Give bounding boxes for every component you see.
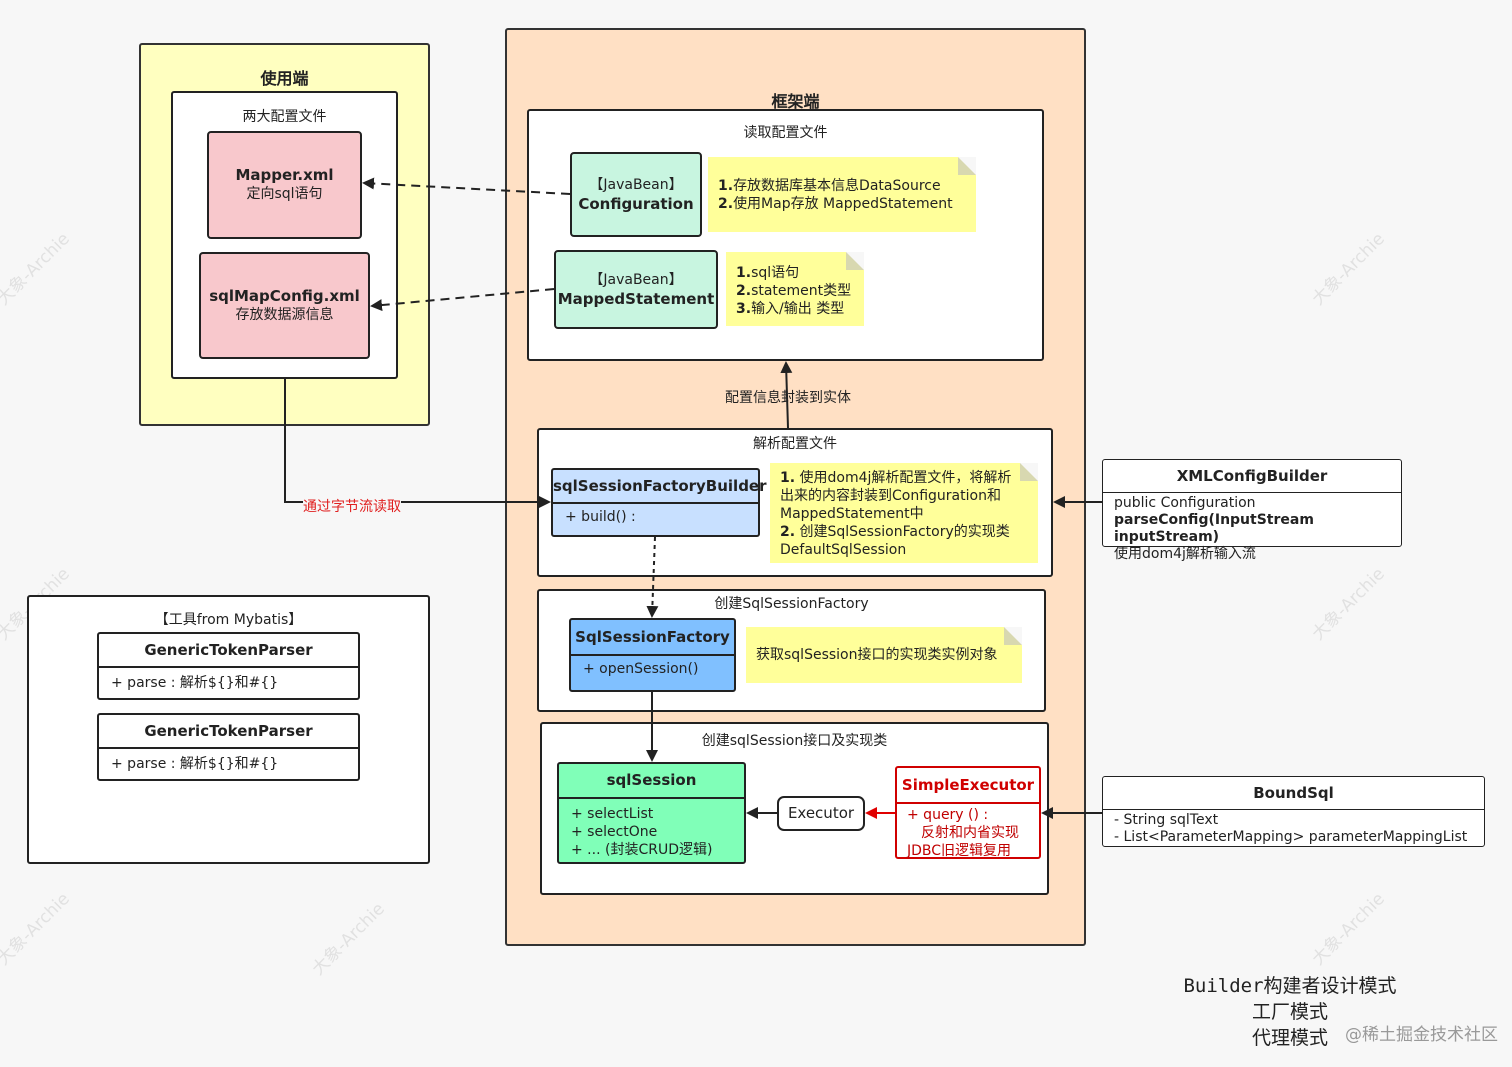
factory-note-line: 获取sqlSession接口的实现类实例对象 [756, 647, 998, 663]
builder-note: 1. 使用dom4j解析配置文件，将解析 出来的内容封装到Configurati… [770, 463, 1038, 563]
mapped-statement-tag: 【JavaBean】 [589, 271, 683, 288]
token-parser-class[interactable]: GenericTokenParser + parse : 解析${}和#{} [97, 632, 360, 700]
simple-executor-line: JDBC旧逻辑复用 [907, 843, 1012, 859]
configuration-name: Configuration [578, 194, 694, 213]
factory-method: + openSession() [583, 661, 699, 677]
simple-executor-class[interactable]: SimpleExecutor + query () : 反射和内省实现 JDBC… [895, 766, 1041, 859]
framework-side-title: 框架端 [771, 92, 820, 111]
mapped-statement-note-line: 2.statement类型 [736, 283, 852, 299]
bound-sql-name: BoundSql [1103, 777, 1484, 810]
token-parser-method: + parse : 解析${}和#{} [111, 675, 279, 691]
sqlsession-method: + selectList [571, 806, 654, 822]
design-patterns: Builder构建者设计模式 工厂模式 代理模式 [1160, 973, 1420, 1051]
builder-note-line: 1. 使用dom4j解析配置文件，将解析 [780, 470, 1012, 486]
client-side-title: 使用端 [260, 69, 309, 88]
factory-caption: 创建SqlSessionFactory [714, 596, 869, 612]
builder-class-name: sqlSessionFactoryBuilder [553, 470, 767, 504]
factory-note: 获取sqlSession接口的实现类实例对象 [746, 627, 1022, 683]
simple-executor-line: 反射和内省实现 [921, 825, 1019, 841]
xml-config-builder-line: 使用dom4j解析输入流 [1114, 546, 1256, 562]
mapper-xml-desc: 定向sql语句 [246, 186, 323, 202]
mapped-statement-name: MappedStatement [557, 289, 715, 308]
token-parser-class[interactable]: GenericTokenParser + parse : 解析${}和#{} [97, 713, 360, 781]
tools-title: 【工具from Mybatis】 [154, 612, 303, 628]
sqlsession-class-name: sqlSession [559, 764, 744, 799]
mapper-xml-node[interactable]: Mapper.xml 定向sql语句 [207, 131, 362, 239]
builder-note-line: MappedStatement中 [780, 506, 924, 522]
configuration-note-line: 2.使用Map存放 MappedStatement [718, 196, 953, 212]
read-config-caption: 读取配置文件 [743, 125, 828, 141]
bound-sql-class[interactable]: BoundSql - String sqlText - List<Paramet… [1102, 776, 1485, 847]
builder-note-line: DefaultSqlSession [780, 542, 907, 558]
session-caption: 创建sqlSession接口及实现类 [701, 733, 888, 749]
xml-config-builder-name: XMLConfigBuilder [1103, 460, 1401, 493]
sqlsession-method: + selectOne [571, 824, 658, 840]
builder-to-read-config-arrow [780, 361, 793, 429]
configuration-to-mapper-arrow [362, 177, 571, 195]
bound-sql-line: - List<ParameterMapping> parameterMappin… [1114, 829, 1468, 845]
executor-node[interactable]: Executor [777, 796, 865, 831]
simple-executor-name: SimpleExecutor [897, 768, 1039, 804]
builder-class[interactable]: sqlSessionFactoryBuilder + build() : [551, 468, 767, 537]
parse-config-caption: 解析配置文件 [753, 436, 837, 452]
token-parser-name: GenericTokenParser [99, 634, 358, 668]
stream-read-arrow [284, 378, 551, 508]
configuration-note-line: 1.存放数据库基本信息DataSource [718, 178, 941, 194]
sqlsession-method: + ... (封装CRUD逻辑) [571, 842, 713, 858]
mapped-statement-note-line: 1.sql语句 [736, 265, 800, 281]
factory-class[interactable]: SqlSessionFactory + openSession() [569, 618, 736, 692]
bound-sql-line: - String sqlText [1114, 812, 1219, 828]
builder-note-line: 2. 创建SqlSessionFactory的实现类 [780, 524, 1010, 540]
sqlmapconfig-xml-desc: 存放数据源信息 [235, 306, 334, 323]
configuration-node[interactable]: 【JavaBean】 Configuration [570, 152, 702, 237]
xml-config-builder-line: parseConfig(InputStream inputStream) [1114, 512, 1314, 545]
mapped-statement-note: 1.sql语句 2.statement类型 3.输入/输出 类型 [726, 252, 864, 326]
design-pattern-line: Builder构建者设计模式 [1183, 975, 1397, 997]
sqlmapconfig-xml-node[interactable]: sqlMapConfig.xml 存放数据源信息 [199, 252, 370, 359]
token-parser-name: GenericTokenParser [99, 715, 358, 749]
mapped-statement-note-line: 3.输入/输出 类型 [736, 301, 845, 317]
factory-class-name: SqlSessionFactory [571, 620, 734, 656]
design-pattern-line: 代理模式 [1251, 1027, 1328, 1049]
sqlsession-class[interactable]: sqlSession + selectList + selectOne + ..… [557, 762, 746, 864]
mapper-xml-name: Mapper.xml [235, 166, 334, 184]
builder-method: + build() : [565, 509, 636, 525]
mapped-statement-node[interactable]: 【JavaBean】 MappedStatement [554, 250, 718, 329]
simple-executor-line: + query () : [907, 807, 989, 823]
brand-watermark: @稀土掘金技术社区 [1345, 1025, 1498, 1045]
configuration-note: 1.存放数据库基本信息DataSource 2.使用Map存放 MappedSt… [708, 157, 976, 232]
executor-name: Executor [787, 804, 855, 822]
sqlmapconfig-xml-name: sqlMapConfig.xml [209, 286, 360, 305]
xml-config-builder-line: public Configuration [1114, 495, 1256, 511]
builder-note-line: 出来的内容封装到Configuration和 [780, 488, 1001, 504]
design-pattern-line: 工厂模式 [1251, 1001, 1328, 1023]
config-files-caption: 两大配置文件 [242, 109, 327, 125]
token-parser-method: + parse : 解析${}和#{} [111, 756, 279, 772]
builder-to-factory-arrow [646, 536, 659, 618]
stream-read-label: 通过字节流读取 [303, 496, 401, 516]
xml-config-builder-class[interactable]: XMLConfigBuilder public Configuration pa… [1102, 459, 1402, 562]
mappedstatement-to-sqlmapconfig-arrow [370, 288, 555, 312]
configuration-tag: 【JavaBean】 [589, 176, 683, 193]
